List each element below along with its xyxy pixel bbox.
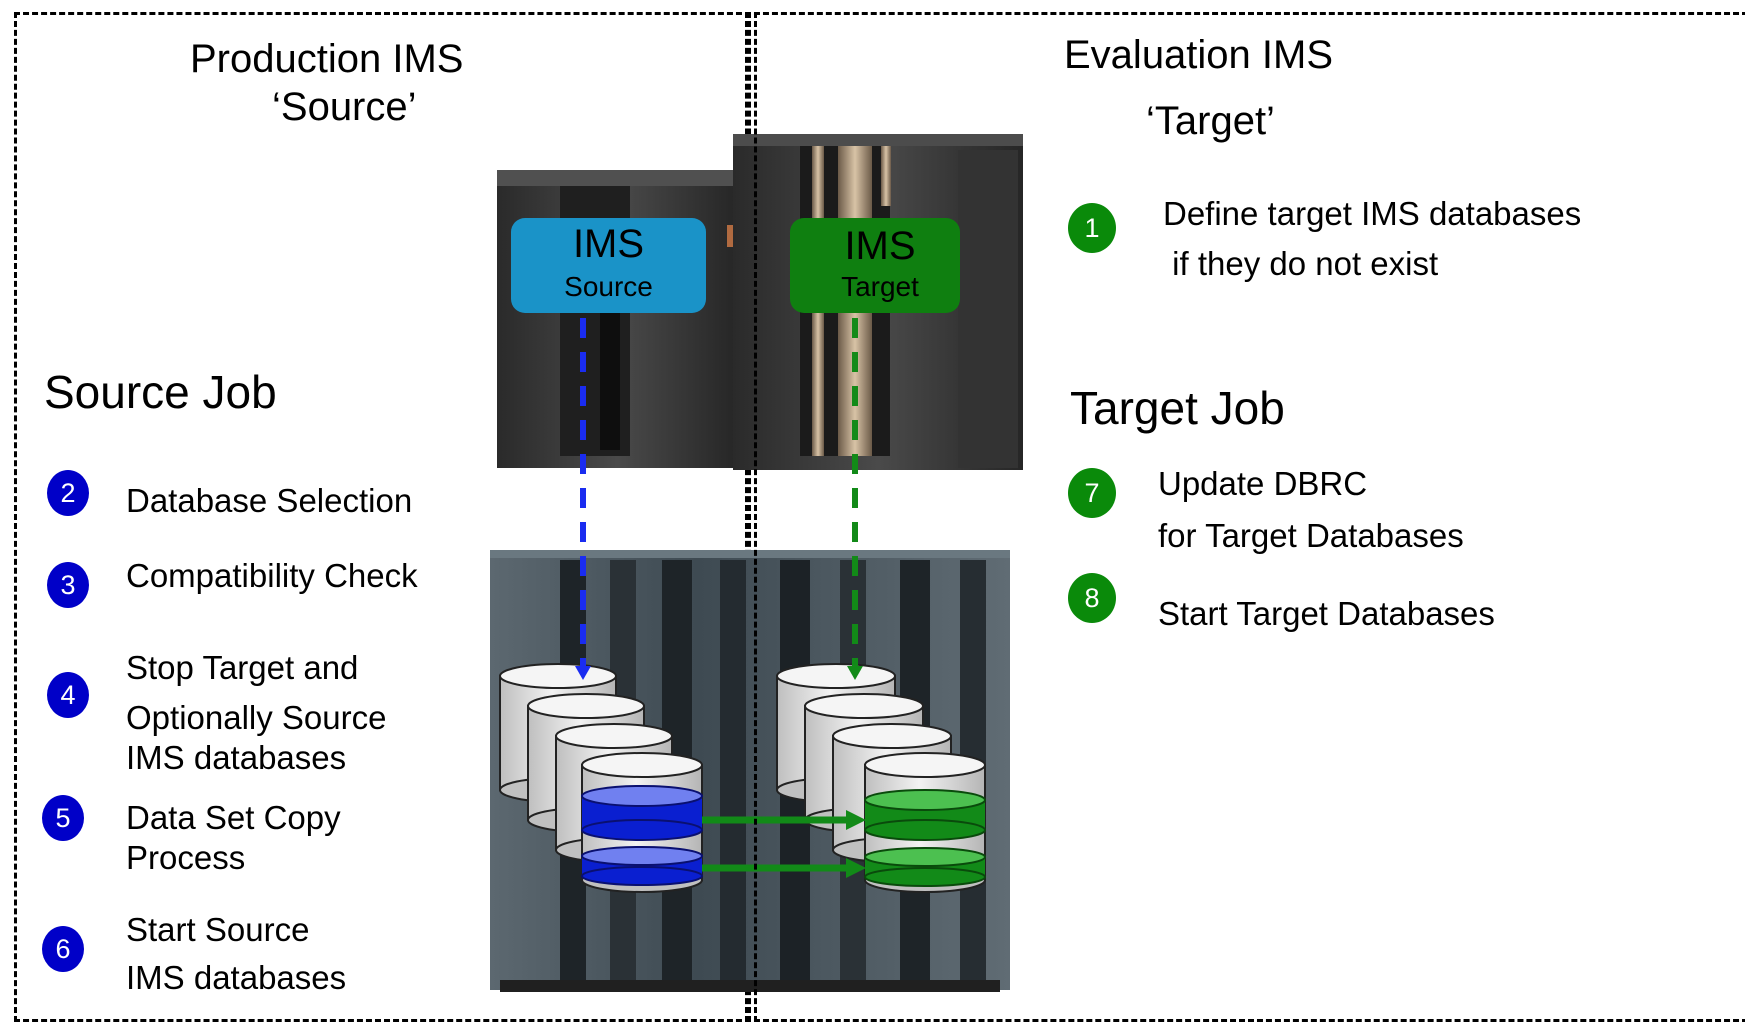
step-5-text-line1: Data Set Copy — [126, 799, 341, 836]
step-8-badge: 8 — [1068, 573, 1116, 623]
ims-source-sublabel: Source — [564, 271, 653, 302]
step-3-badge: 3 — [47, 562, 89, 608]
source-title-line1: Production IMS — [190, 37, 464, 81]
step-1-text-line1: Define target IMS databases — [1163, 195, 1582, 232]
ims-target-label: IMS — [844, 224, 916, 268]
step-4-text-line2: Optionally Source — [126, 699, 387, 736]
target-job-heading: Target Job — [1070, 382, 1285, 434]
source-disk-stack — [499, 663, 703, 893]
step-8-text: Start Target Databases — [1158, 595, 1495, 632]
source-boundary — [14, 12, 751, 1022]
step-3-text: Compatibility Check — [126, 557, 418, 594]
target-title-line1: Evaluation IMS — [1064, 33, 1334, 77]
step-7-badge: 7 — [1068, 468, 1116, 518]
ims-source-label: IMS — [572, 222, 645, 266]
ims-source-box: IMS Source — [511, 218, 706, 313]
step-5-badge: 5 — [42, 795, 84, 841]
target-boundary — [745, 12, 1745, 1022]
step-6-text-line1: Start Source — [126, 911, 310, 948]
step-7-text-line2: for Target Databases — [1158, 517, 1464, 554]
step-4-text-line1: Stop Target and — [126, 649, 359, 686]
target-disk-stack — [776, 663, 986, 893]
step-4-text-line3: IMS databases — [126, 739, 347, 776]
step-6-badge: 6 — [42, 926, 84, 972]
ims-target-sublabel: Target — [841, 271, 919, 302]
step-2-badge: 2 — [47, 470, 89, 516]
step-7-text-line1: Update DBRC — [1158, 465, 1368, 502]
step-6-text-line2: IMS databases — [126, 959, 347, 996]
step-5-text-line2: Process — [126, 839, 246, 876]
step-4-badge: 4 — [47, 672, 89, 718]
step-2-text: Database Selection — [126, 482, 413, 519]
ims-target-box: IMS Target — [790, 218, 960, 313]
target-title-line2: ‘Target’ — [1146, 99, 1275, 143]
center-divider — [754, 12, 757, 1022]
source-job-heading: Source Job — [44, 366, 277, 418]
step-1-badge: 1 — [1068, 203, 1116, 253]
source-title-line2: ‘Source’ — [272, 85, 417, 129]
step-1-text-line2: if they do not exist — [1163, 245, 1439, 282]
